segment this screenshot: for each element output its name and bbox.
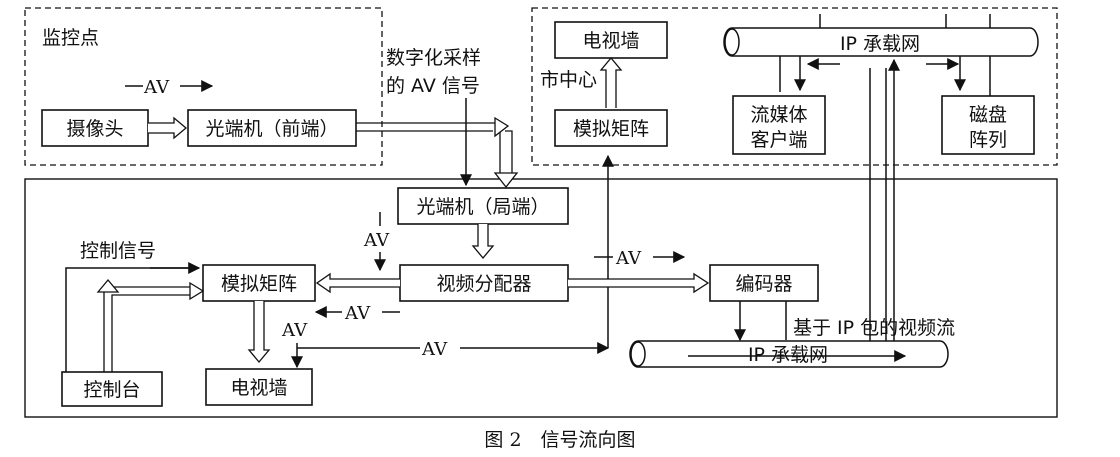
- av-matrix-down-label: AV: [281, 320, 308, 341]
- center-matrix-to-tvwall-arrow: [599, 56, 623, 108]
- distributor-to-encoder-arrow: [568, 272, 710, 294]
- optical-to-distributor-arrow: [471, 224, 495, 260]
- ip-network-bottom-label: IP 承载网: [748, 344, 828, 366]
- ip-network-top: [723, 27, 1039, 57]
- figure-caption: 图 2 信号流向图: [484, 429, 635, 451]
- streaming-client-node: [732, 95, 826, 155]
- optical-front-node: [187, 109, 357, 147]
- camera-to-optical-arrow: [148, 116, 188, 140]
- tv-wall-local-node: [205, 368, 313, 406]
- streaming-client-label-2: 客户端: [750, 129, 807, 151]
- video-distributor-label: 视频分配器: [436, 273, 531, 295]
- disk-array-node: [941, 95, 1035, 155]
- analog-matrix-center-node: [554, 109, 668, 147]
- av-back-label: AV: [344, 303, 371, 324]
- fiber-down-head: [493, 172, 519, 189]
- analog-matrix-local-label: 模拟矩阵: [221, 273, 297, 295]
- ip-network-bottom: [629, 340, 949, 368]
- av-bottom-label: AV: [421, 339, 448, 360]
- ip-video-stream-label: 基于 IP 包的视频流: [793, 317, 955, 339]
- monitoring-point-label: 监控点: [42, 27, 99, 49]
- tv-wall-local-label: 电视墙: [230, 377, 287, 399]
- fiber-corner-head: [494, 116, 510, 138]
- monitoring-point-region: [24, 7, 383, 166]
- ip-network-top-label: IP 承载网: [840, 33, 920, 55]
- fiber-line-c: [505, 130, 513, 179]
- tv-wall-center-label: 电视墙: [582, 30, 639, 52]
- distributor-to-matrix-arrow: [315, 272, 400, 294]
- control-signal-label: 控制信号: [80, 240, 156, 262]
- optical-local-label: 光端机（局端）: [416, 196, 549, 218]
- analog-matrix-local-node: [202, 264, 316, 302]
- encoder-node: [709, 264, 819, 302]
- camera-node: [41, 109, 149, 147]
- optical-local-node: [397, 187, 569, 225]
- disk-array-label-1: 磁盘: [969, 104, 1007, 126]
- console-up-head: [96, 278, 120, 293]
- city-center-label: 市中心: [540, 69, 597, 91]
- tv-wall-center-node: [554, 21, 668, 59]
- camera-label: 摄像头: [66, 118, 123, 140]
- disk-array-label-2: 阵列: [969, 129, 1007, 151]
- city-center-region: [531, 7, 1058, 166]
- console-label: 控制台: [83, 379, 140, 401]
- console-to-matrix-head: [189, 281, 205, 301]
- optical-front-label: 光端机（前端）: [205, 118, 338, 140]
- local-office-region: [24, 178, 1058, 418]
- matrix-to-tvwall-arrow: [247, 301, 271, 364]
- digitized-label-line1: 数字化采样: [386, 47, 481, 69]
- av-vertical-label: AV: [363, 230, 390, 251]
- encoder-label: 编码器: [735, 273, 792, 295]
- av-enc-label: AV: [615, 248, 642, 269]
- streaming-client-label-1: 流媒体: [750, 104, 807, 126]
- analog-matrix-center-label: 模拟矩阵: [573, 118, 649, 140]
- av-monitor-label: AV: [143, 77, 170, 98]
- digitized-label-line2: 的 AV 信号: [386, 75, 480, 97]
